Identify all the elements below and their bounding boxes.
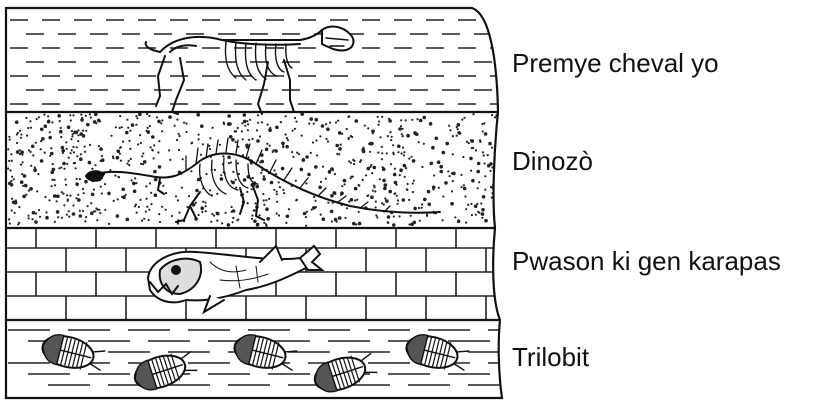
trilobite-icon: [131, 347, 199, 395]
trilobite-icon: [231, 331, 298, 375]
trilobite-icon: [403, 331, 470, 375]
trilobite-icon: [311, 349, 379, 397]
horse-skeleton-icon: [146, 27, 354, 114]
layer-label-dinosaur: Dinozò: [512, 146, 593, 177]
layer-label-armored-fish: Pwason ki gen karapas: [512, 246, 781, 277]
trilobite-icon: [39, 331, 106, 375]
sandstone-layer: [7, 112, 499, 227]
armored-fish-icon: [148, 246, 322, 312]
layer-label-trilobite: Trilobit: [512, 342, 589, 373]
shale-layer: [10, 20, 508, 104]
layer-label-horse: Premye cheval yo: [512, 48, 719, 79]
